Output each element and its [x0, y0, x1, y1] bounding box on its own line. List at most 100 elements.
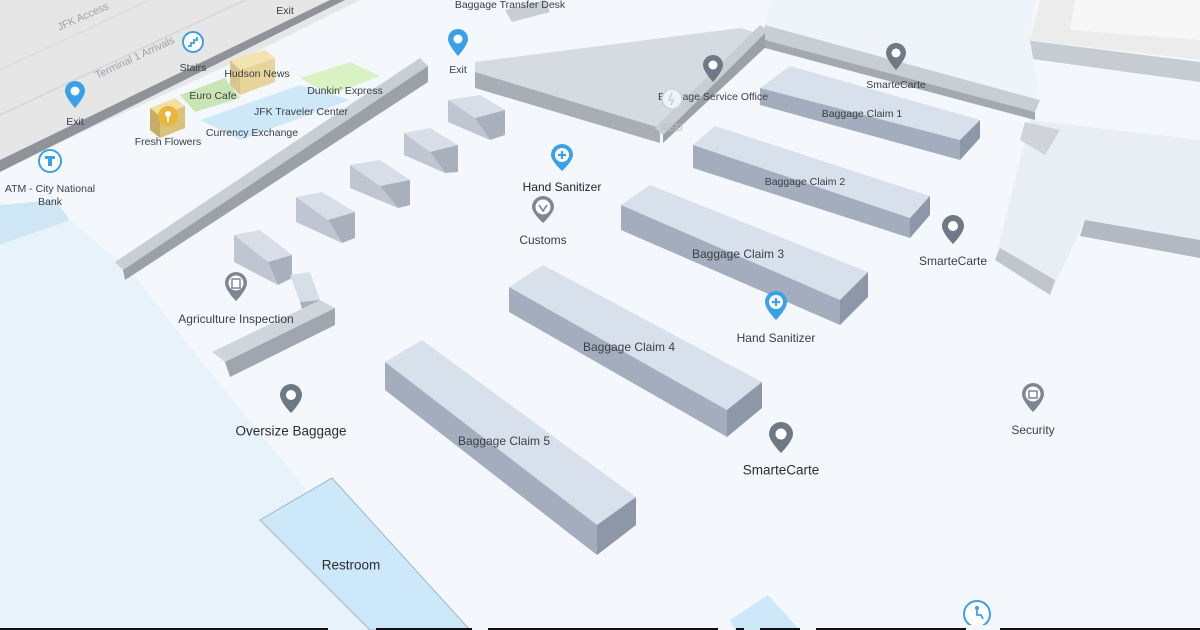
- right-pillar: [1020, 122, 1060, 155]
- baggage-claim-1-front: [760, 88, 960, 160]
- label-baggage-claim-1: Baggage Claim 1: [821, 107, 903, 120]
- poi-fresh-flowers[interactable]: [157, 105, 179, 132]
- wheelchair-icon: [963, 600, 991, 628]
- baggage-claim-3-front: [621, 205, 840, 325]
- poi-exit-left[interactable]: [63, 81, 87, 114]
- poi-smartecarte-top[interactable]: [884, 43, 908, 76]
- kiosk-1-top: [448, 95, 505, 118]
- baggage-claim-3-end: [840, 272, 868, 325]
- kiosk-3-top: [350, 160, 410, 186]
- label-baggage-transfer-desk: Baggage Transfer Desk: [454, 0, 566, 11]
- bottom-edge-segment: [0, 628, 328, 630]
- shop-hudson-news-side: [230, 60, 240, 95]
- exit-pin-icon: [448, 29, 468, 56]
- label-smartecarte-top: SmarteCarte: [866, 78, 926, 91]
- left-walkway: [0, 200, 70, 245]
- poi-customs[interactable]: [530, 196, 556, 229]
- baggage-claim-4-front: [509, 287, 727, 437]
- right-wing-roof: [1070, 0, 1200, 40]
- baggage-claim-3-block: [621, 185, 868, 325]
- kiosk-1-side: [448, 100, 490, 140]
- label-exit-left: Exit: [66, 115, 84, 128]
- top-right-wall-top: [765, 25, 1040, 112]
- location-pin-icon: [703, 55, 723, 82]
- hand-sanitizer-icon: [765, 291, 787, 320]
- poi-aed[interactable]: [661, 88, 683, 115]
- poi-atm[interactable]: [38, 149, 62, 178]
- shop-euro-cafe: [180, 78, 240, 112]
- baggage-claim-5-block: [385, 340, 636, 555]
- poi-smartecarte-right[interactable]: [940, 215, 966, 250]
- road-curb: [0, 0, 246, 116]
- poi-accessibility[interactable]: [962, 599, 992, 630]
- location-pin-icon: [280, 384, 302, 413]
- baggage-claim-4-top: [509, 265, 762, 410]
- label-exit-upper: Exit: [276, 4, 294, 17]
- baggage-claim-5-end: [597, 497, 636, 555]
- label-baggage-service-office: Baggage Service Office: [657, 90, 769, 103]
- kiosk-1-front: [475, 110, 505, 140]
- restroom-area: [259, 477, 471, 630]
- top-center-wall-top: [475, 28, 765, 128]
- atm-icon: [38, 149, 62, 173]
- bottom-edge-segment: [488, 628, 718, 630]
- location-pin-icon: [769, 422, 793, 453]
- bottom-edge-segment: [816, 628, 966, 630]
- label-agriculture-inspection: Agriculture Inspection: [178, 312, 294, 326]
- bottom-glass-area: [730, 595, 800, 630]
- terminal-outer-wall: [0, 0, 345, 172]
- label-dunkin: Dunkin' Express: [307, 84, 383, 97]
- kiosk-4-top: [296, 192, 355, 220]
- label-restroom: Restroom: [321, 557, 381, 573]
- diagonal-wall-front: [123, 66, 428, 280]
- kiosk-3-side: [350, 165, 398, 208]
- poi-agriculture-inspection[interactable]: [223, 272, 249, 307]
- baggage-claim-1-top: [760, 66, 980, 140]
- top-center-wall-front: [475, 72, 660, 143]
- poi-baggage-service-office[interactable]: [701, 55, 725, 88]
- label-hudson-news: Hudson News: [224, 67, 290, 80]
- label-smartecarte-bottom: SmarteCarte: [742, 462, 820, 478]
- kiosk-5-side: [234, 235, 278, 285]
- kiosk-4-front: [328, 212, 355, 243]
- label-hand-sanitizer-top: Hand Sanitizer: [522, 180, 602, 194]
- outside-road-area: [0, 0, 360, 170]
- label-security: Security: [1011, 423, 1055, 437]
- shop-dunkin: [300, 62, 380, 95]
- poi-hand-sanitizer-top[interactable]: [549, 144, 575, 177]
- kiosk-6-top: [290, 272, 320, 302]
- label-hand-sanitizer-mid: Hand Sanitizer: [736, 331, 816, 345]
- poi-oversize-baggage[interactable]: [278, 384, 304, 419]
- baggage-claim-2-end: [910, 196, 930, 238]
- label-currency-exchange: Currency Exchange: [205, 126, 299, 139]
- left-lower-wall-top: [212, 300, 335, 362]
- label-jfk-traveler-center: JFK Traveler Center: [254, 105, 348, 118]
- baggage-claim-2-front: [693, 145, 910, 238]
- label-atm: ATM - City National Bank: [4, 183, 96, 209]
- kiosk-2-side: [404, 133, 445, 173]
- hand-sanitizer-icon: [551, 144, 573, 171]
- baggage-claim-2-top: [693, 126, 930, 218]
- baggage-claim-1-end: [960, 120, 980, 160]
- bottom-edge-segment: [1000, 628, 1200, 630]
- baggage-claim-5-front: [385, 362, 597, 555]
- top-right-wall-front: [765, 40, 1035, 120]
- label-fresh-flowers: Fresh Flowers: [134, 135, 202, 148]
- poi-exit-top[interactable]: [446, 29, 470, 62]
- shop-hudson-news-top: [230, 50, 275, 70]
- label-baggage-claim-4: Baggage Claim 4: [582, 340, 676, 354]
- customs-icon: [532, 196, 554, 223]
- label-stairs: Stairs: [179, 61, 207, 74]
- kiosk-5-front: [268, 255, 292, 285]
- bottom-edge-segment: [760, 628, 800, 630]
- label-smartecarte-right: SmarteCarte: [918, 254, 988, 268]
- poi-smartecarte-bottom[interactable]: [767, 422, 795, 459]
- kiosk-2-top: [404, 128, 458, 152]
- poi-stairs[interactable]: [182, 31, 204, 58]
- poi-hand-sanitizer-mid[interactable]: [763, 291, 789, 326]
- poi-security[interactable]: [1020, 383, 1046, 418]
- shop-fresh-flowers-side: [150, 108, 160, 138]
- road-lane: [0, 0, 151, 71]
- label-baggage-claim-3: Baggage Claim 3: [691, 247, 785, 261]
